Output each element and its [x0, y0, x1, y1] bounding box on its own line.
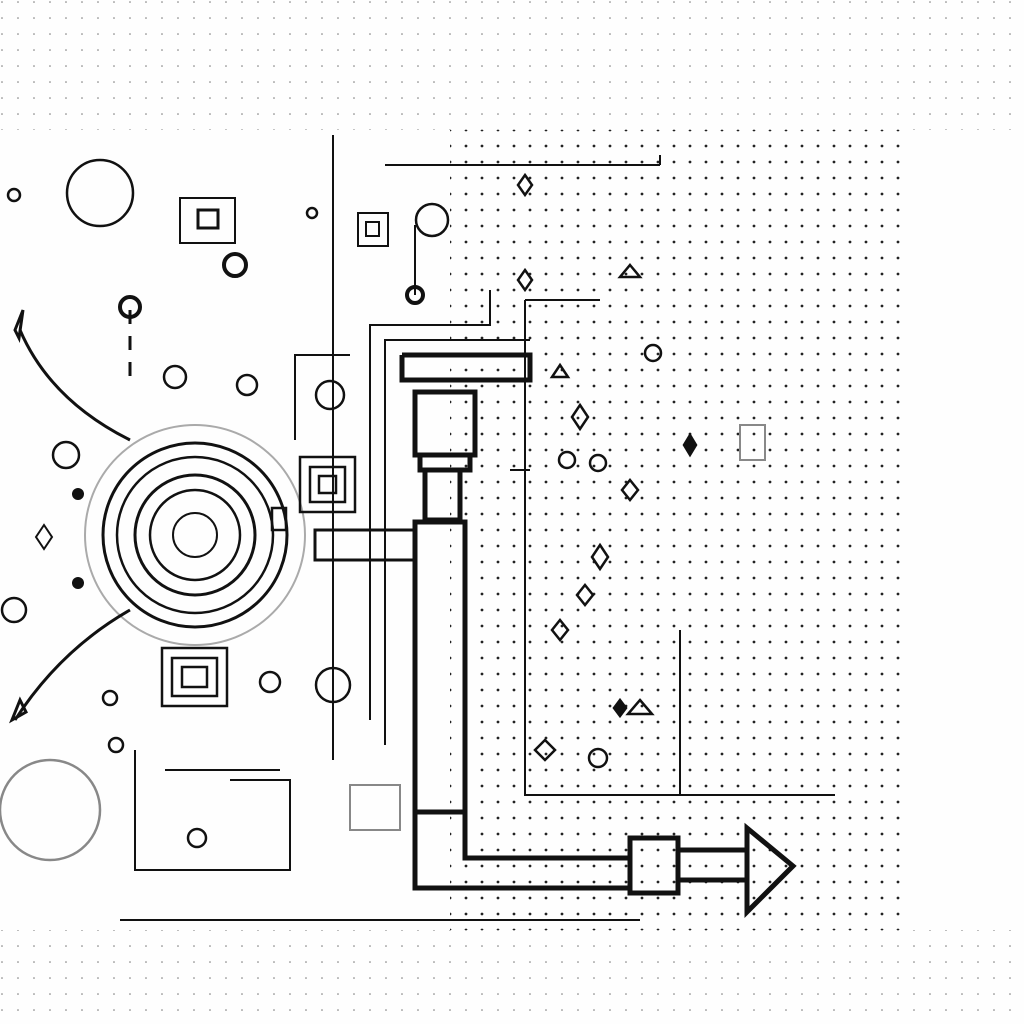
- square-spiral-icon: [160, 455, 357, 708]
- diamond-icon: [516, 172, 698, 762]
- concentric-circles-icon: [84, 424, 306, 646]
- dot-grid-bottom: [0, 930, 1024, 1024]
- arrow-right-icon: [744, 822, 797, 919]
- filled-dots: [72, 488, 84, 589]
- curved-lines: [9, 309, 131, 724]
- dot-grid-dense: [450, 130, 900, 930]
- dot-grid-top: [0, 0, 1024, 130]
- thin-lines: [120, 135, 835, 921]
- main-pipe: [313, 352, 745, 896]
- small-circles: [0, 158, 663, 862]
